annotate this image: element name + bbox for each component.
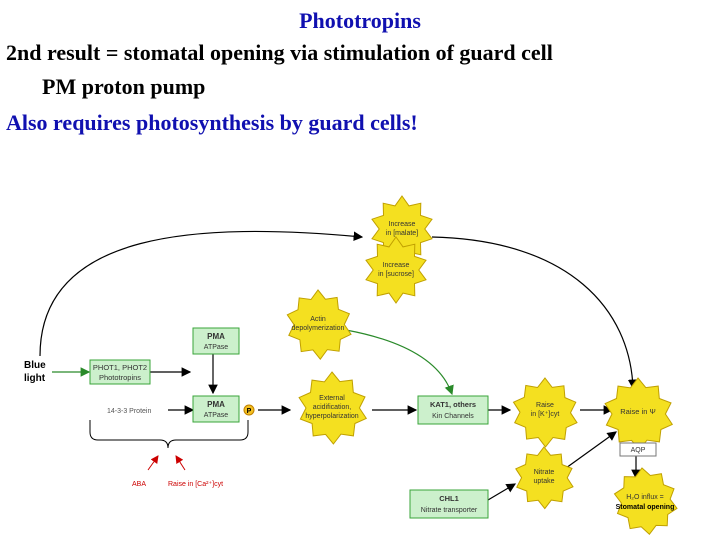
text-line-1: 2nd result = stomatal opening via stimul… bbox=[6, 40, 553, 65]
pma-atpase-top-box bbox=[192, 327, 240, 355]
increase-sucrose-label: in [sucrose] bbox=[378, 271, 414, 278]
external-acidification-burst bbox=[298, 371, 368, 445]
increase-sucrose-burst bbox=[365, 236, 427, 304]
raise-psi-label: Raise in Ψ bbox=[620, 407, 655, 416]
slide-title: Phototropins bbox=[299, 8, 421, 33]
actin-burst bbox=[286, 289, 352, 361]
increase-sucrose-label: Increase bbox=[383, 262, 410, 269]
phot-box bbox=[89, 359, 151, 385]
h2o-influx-burst bbox=[613, 467, 678, 536]
increase-malate-label: in [malate] bbox=[386, 230, 418, 237]
actin-label: depolymerization bbox=[292, 325, 345, 332]
protein-1433-label: 14-3-3 Protein bbox=[107, 408, 151, 415]
nitrate-uptake-label: uptake bbox=[533, 478, 554, 485]
chl1-label: Nitrate transporter bbox=[421, 507, 478, 514]
increase-malate-label: Increase bbox=[389, 221, 416, 228]
nitrate-uptake-burst bbox=[515, 446, 574, 510]
kat1-box bbox=[417, 395, 489, 425]
text-line-3: Also requires photosynthesis by guard ce… bbox=[6, 110, 418, 135]
text-line-2: PM proton pump bbox=[42, 74, 206, 99]
raise-ca-label: Raise in [Ca²⁺]cyt bbox=[168, 481, 223, 488]
pma-bottom-label: PMA bbox=[207, 400, 225, 409]
pma-bottom-label: ATPase bbox=[204, 412, 228, 419]
actin-label: Actin bbox=[310, 316, 326, 323]
blue-light-label: Blue bbox=[24, 360, 46, 371]
chl1-box bbox=[409, 489, 489, 519]
connector-lines bbox=[39, 230, 641, 501]
external-label: hyperpolarization bbox=[305, 413, 358, 420]
raise-k-label: Raise bbox=[536, 402, 554, 409]
pma-top-label: PMA bbox=[207, 332, 225, 341]
h2o-influx-label: H₂O influx = bbox=[626, 494, 664, 501]
kat1-label: KAT1, others bbox=[430, 400, 476, 409]
external-label: acidification, bbox=[313, 404, 352, 411]
h2o-influx-label: Stomatal opening bbox=[616, 504, 675, 511]
pma-atpase-bottom-box bbox=[192, 395, 240, 423]
nitrate-uptake-label: Nitrate bbox=[534, 469, 555, 476]
aqp-box bbox=[619, 442, 657, 457]
phosphate-label: P bbox=[247, 408, 252, 415]
kat1-label: Kin Channels bbox=[432, 413, 474, 420]
raise-k-burst bbox=[512, 377, 578, 448]
pma-top-label: ATPase bbox=[204, 344, 228, 351]
blue-light-label: light bbox=[24, 373, 46, 384]
aba-label: ABA bbox=[132, 481, 146, 488]
external-label: External bbox=[319, 395, 345, 402]
phosphate-circle bbox=[243, 404, 255, 416]
chl1-label: CHL1 bbox=[439, 494, 459, 503]
raise-k-label: in [K⁺]cyt bbox=[531, 411, 560, 418]
phot-label: PHOT1, PHOT2 bbox=[93, 363, 147, 372]
aqp-label: AQP bbox=[631, 447, 646, 454]
phot-label: Phototropins bbox=[99, 373, 141, 382]
